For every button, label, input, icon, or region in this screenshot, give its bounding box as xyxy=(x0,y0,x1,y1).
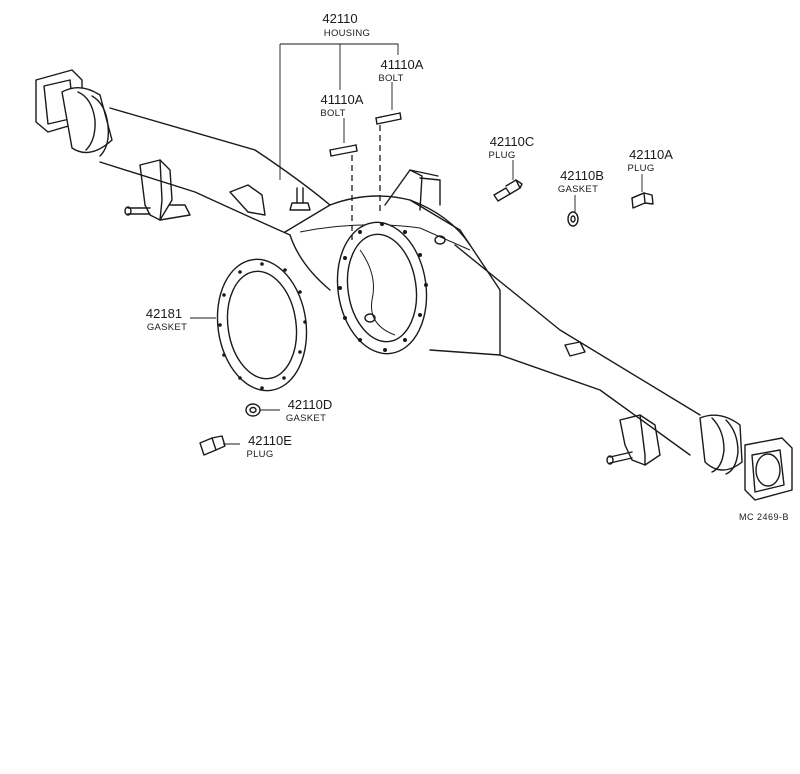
label-gasket-b-name: GASKET xyxy=(558,184,598,195)
gasket-b-shape xyxy=(567,211,579,227)
diagram-code: MC 2469-B xyxy=(739,512,789,522)
label-gasket-main-name: GASKET xyxy=(147,322,187,333)
label-plug-e-name: PLUG xyxy=(246,449,273,460)
label-gasket-b-number: 42110B xyxy=(560,168,604,183)
label-gasket-main: 42181 GASKET xyxy=(146,306,187,333)
axle-housing xyxy=(35,69,793,501)
label-housing: 42110 HOUSING xyxy=(322,11,370,39)
label-plug-a-number: 42110A xyxy=(629,147,673,162)
plug-a-shape xyxy=(631,192,654,209)
label-housing-number: 42110 xyxy=(322,11,357,26)
label-plug-a: 42110A PLUG xyxy=(627,147,673,174)
gasket-d-shape xyxy=(245,403,261,417)
plug-e-shape xyxy=(199,435,226,456)
leader-lines xyxy=(190,43,643,445)
label-bolt-lower: 41110A BOLT xyxy=(320,92,363,119)
label-housing-name: HOUSING xyxy=(324,28,370,39)
label-bolt-lower-number: 41110A xyxy=(321,92,364,107)
label-plug-c-number: 42110C xyxy=(490,134,535,149)
housing-bolt-holes xyxy=(338,222,428,352)
label-bolt-upper-number: 41110A xyxy=(381,57,424,72)
label-plug-e-number: 42110E xyxy=(248,433,292,448)
label-bolt-lower-name: BOLT xyxy=(320,108,345,119)
bolt-upper-shape xyxy=(375,112,402,125)
label-bolt-upper: 41110A BOLT xyxy=(378,57,423,84)
bolt-lower-shape xyxy=(329,144,358,157)
label-gasket-b: 42110B GASKET xyxy=(558,168,604,195)
label-plug-c-name: PLUG xyxy=(488,150,515,161)
label-bolt-upper-name: BOLT xyxy=(378,73,403,84)
gasket-main-shape xyxy=(216,258,308,392)
label-plug-e: 42110E PLUG xyxy=(246,433,292,460)
label-gasket-d: 42110D GASKET xyxy=(286,397,332,424)
plug-c-shape xyxy=(493,179,523,202)
label-plug-a-name: PLUG xyxy=(627,163,654,174)
label-gasket-main-number: 42181 xyxy=(146,306,182,321)
label-gasket-d-name: GASKET xyxy=(286,413,326,424)
label-gasket-d-number: 42110D xyxy=(288,397,333,412)
label-plug-c: 42110C PLUG xyxy=(488,134,534,161)
